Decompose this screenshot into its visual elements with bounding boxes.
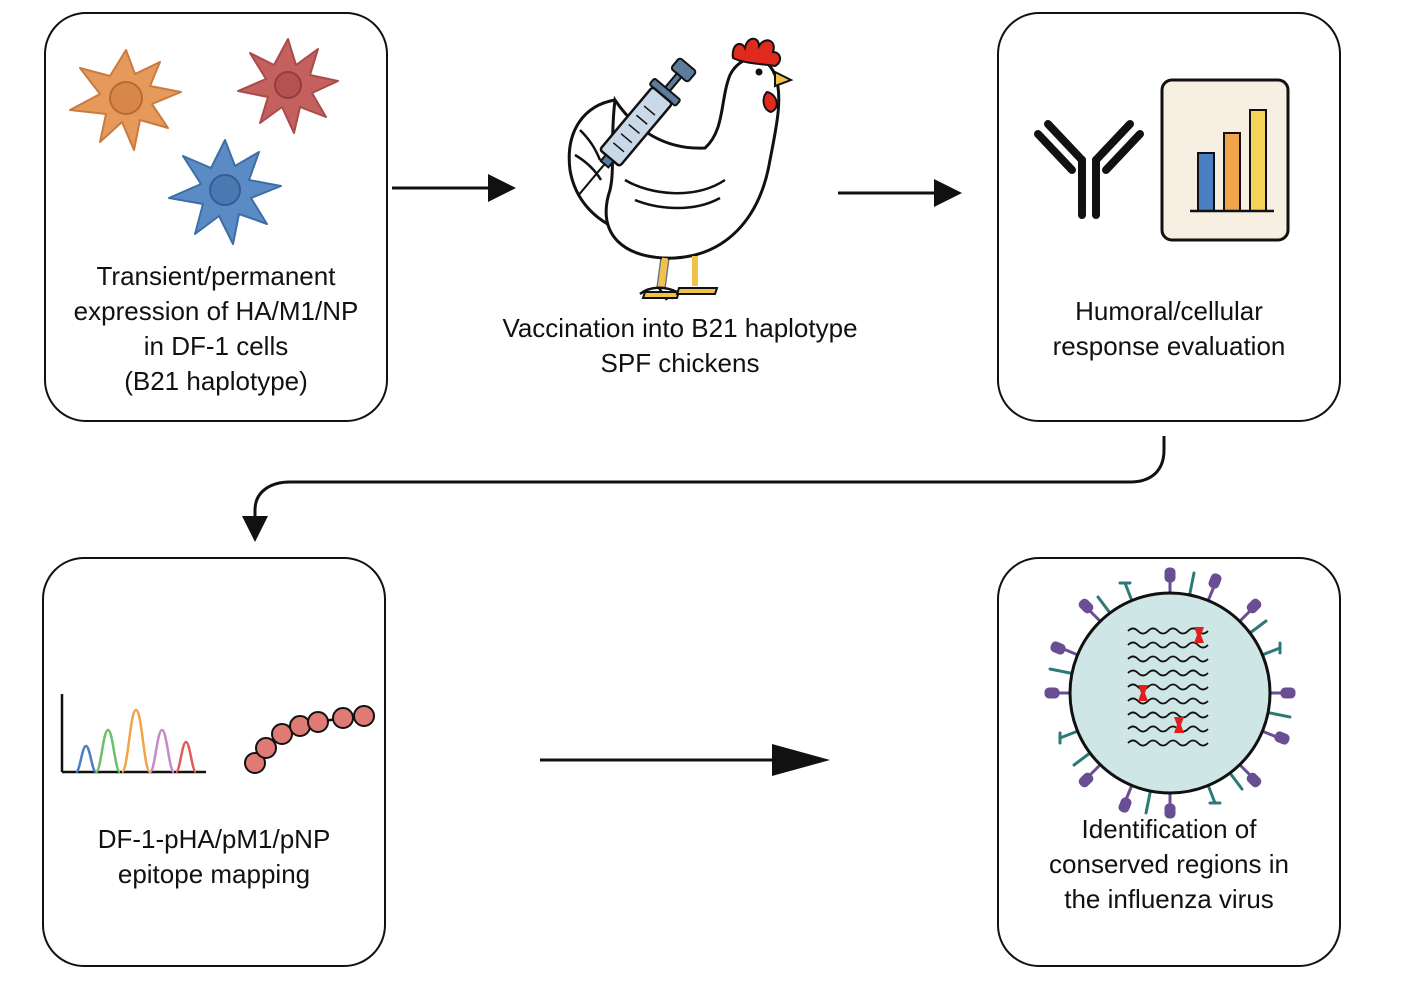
arrow-vaccination-to-evaluation xyxy=(838,179,962,207)
mapping-line-1: DF-1-pHA/pM1/pNP xyxy=(97,824,331,854)
identification-line-1: Identification of xyxy=(1081,814,1257,844)
antibody-icon xyxy=(1034,120,1144,219)
expression-step-label: Transient/permanent expression of HA/M1/… xyxy=(44,259,388,399)
chromatogram-icon xyxy=(60,694,206,774)
evaluation-line-2: response evaluation xyxy=(1052,331,1286,361)
chicken-icon xyxy=(567,37,794,301)
dendritic-cell-orange-icon xyxy=(69,49,182,151)
mapping-line-2: epitope mapping xyxy=(117,859,311,889)
identification-line-2: conserved regions in xyxy=(1049,849,1289,879)
dendritic-cell-blue-icon xyxy=(168,139,282,245)
evaluation-line-1: Humoral/cellular xyxy=(1075,296,1263,326)
expression-line-1: Transient/permanent xyxy=(96,261,336,291)
expression-line-2: expression of HA/M1/NP xyxy=(73,296,359,326)
dendritic-cell-red-icon xyxy=(237,38,339,134)
expression-line-3: in DF-1 cells xyxy=(143,331,289,361)
vaccination-step-label: Vaccination into B21 haplotype SPF chick… xyxy=(460,311,900,381)
mapping-step-label: DF-1-pHA/pM1/pNP epitope mapping xyxy=(42,822,386,892)
arrow-evaluation-to-mapping xyxy=(242,436,1166,542)
influenza-virus-icon xyxy=(1044,567,1296,819)
expression-line-4: (B21 haplotype) xyxy=(124,366,308,396)
arrow-expression-to-vaccination xyxy=(392,174,516,202)
dendritic-cells-illustration xyxy=(69,38,339,245)
arrow-mapping-to-identification xyxy=(540,744,830,776)
vaccination-line-1: Vaccination into B21 haplotype xyxy=(502,313,858,343)
identification-step-label: Identification of conserved regions in t… xyxy=(997,812,1341,917)
bar-chart-icon xyxy=(1160,78,1290,242)
peptide-chain-icon xyxy=(244,705,375,774)
vaccination-line-2: SPF chickens xyxy=(600,348,760,378)
identification-line-3: the influenza virus xyxy=(1064,884,1274,914)
syringe-icon xyxy=(578,57,697,196)
evaluation-step-label: Humoral/cellular response evaluation xyxy=(997,294,1341,364)
